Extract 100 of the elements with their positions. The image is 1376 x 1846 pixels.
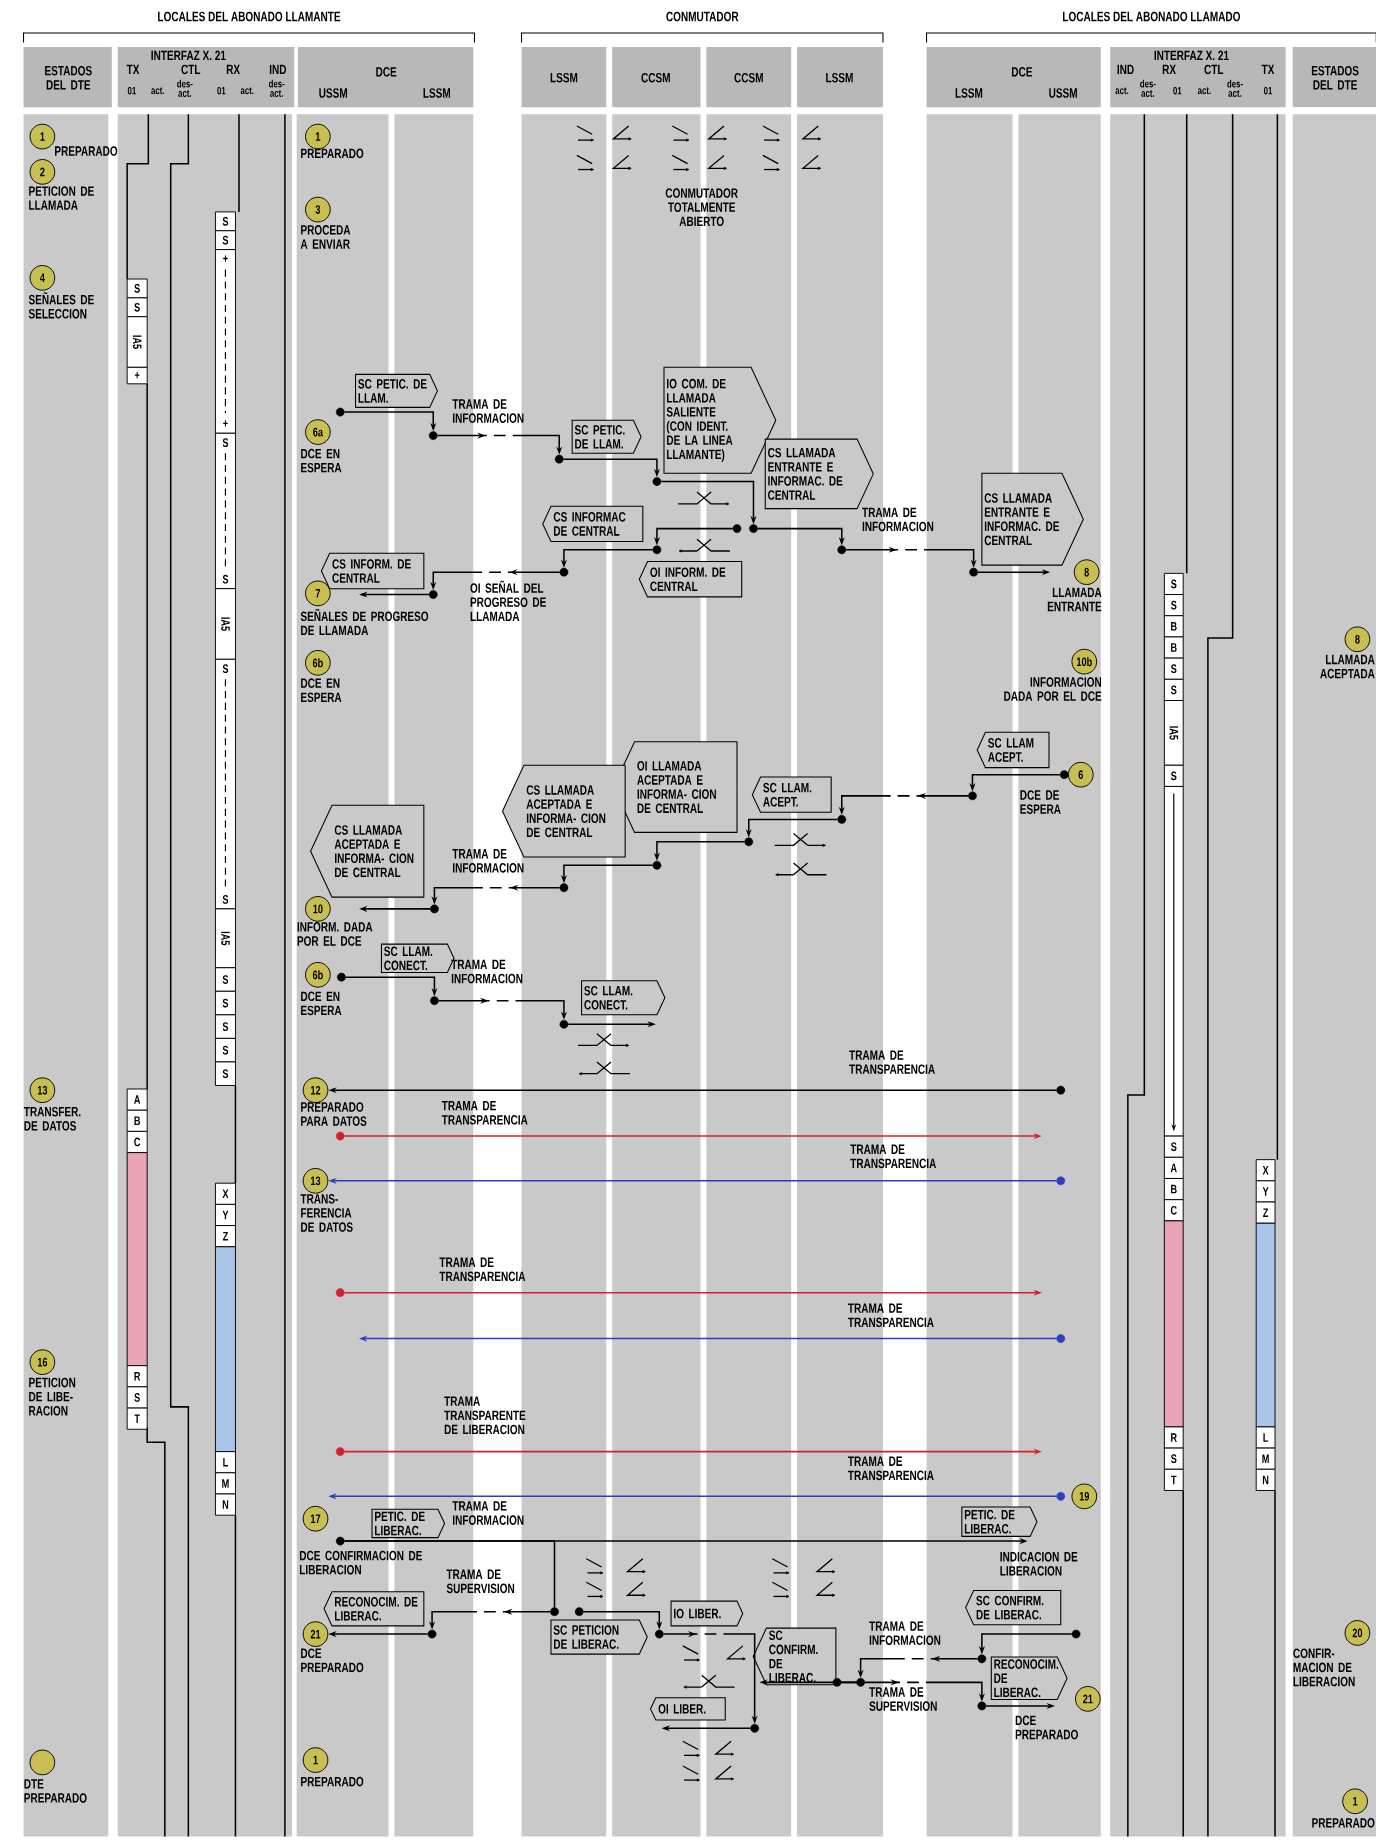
state-label: DCE PREPARADO bbox=[301, 1648, 364, 1673]
header-cell: CCSM bbox=[706, 47, 792, 108]
state-label: CONFIR- MACION DE LIBERACION bbox=[1293, 1648, 1355, 1687]
edge-label: TRAMA DE INFORMACION bbox=[452, 399, 524, 423]
signal-cell: Z bbox=[214, 1225, 236, 1248]
edge-label: TRAMA DE INFORMACION bbox=[452, 849, 524, 873]
state-label: TRANS- FERENCIA DE DATOS bbox=[300, 1194, 353, 1232]
label: IND bbox=[269, 64, 286, 75]
section-title: CONMUTADOR bbox=[666, 11, 739, 22]
signal-cell: S bbox=[1163, 1447, 1184, 1470]
label: INTERFAZ X. 21 bbox=[151, 50, 226, 61]
signal-cell: S bbox=[126, 278, 148, 299]
state-label: PREPARADO bbox=[301, 1776, 364, 1787]
message-tag: SC PETIC. DE LLAM. bbox=[571, 419, 642, 454]
signal-cell: M bbox=[1255, 1447, 1276, 1470]
message-tag: CS INFORMAC DE CENTRAL bbox=[542, 505, 644, 543]
header-cell: DCE USSM LSSM bbox=[297, 47, 474, 108]
state-label: SEÑALES DE PROGRESO DE LLAMADA bbox=[300, 608, 429, 636]
state-label: DCE EN ESPERA bbox=[301, 448, 342, 473]
state-label: TRANSFER. DE DATOS bbox=[23, 1106, 81, 1131]
state-label: DCE PREPARADO bbox=[1015, 1715, 1078, 1740]
message-tag: OI INFORM. DE CENTRAL bbox=[638, 561, 743, 598]
signal-cell: S bbox=[214, 1014, 236, 1039]
signal-cell: Y bbox=[214, 1203, 236, 1227]
message-tag: RECONOCIM. DE LIBERAC. bbox=[990, 1656, 1068, 1701]
signal-cell: S bbox=[1163, 572, 1184, 595]
label: RX bbox=[226, 64, 240, 75]
state-label: LLAMADA ENTRANTE bbox=[1047, 587, 1102, 612]
edge-label: TRAMA DE TRANSPARENCIA bbox=[441, 1101, 528, 1125]
signal-cell: C bbox=[1163, 1199, 1184, 1222]
label: DCE bbox=[1011, 67, 1032, 77]
edge-label: TRAMA DE TRANSPARENCIA bbox=[850, 1144, 936, 1169]
label: LSSM bbox=[423, 88, 450, 98]
message-tag: CS LLAMADA ENTRANTE E INFORMAC. DE CENTRAL bbox=[981, 472, 1084, 566]
label: des- act. bbox=[1140, 79, 1156, 97]
message-tag: SC LLAM ACEPT. bbox=[976, 731, 1050, 769]
edge-label: OI SEÑAL DEL PROGRESO DE LLAMADA bbox=[470, 580, 546, 621]
state-label: PETICION DE LIBE- RACION bbox=[29, 1377, 75, 1416]
state-label: INFORMACION DADA POR EL DCE bbox=[1004, 677, 1102, 701]
signal-cell: L bbox=[214, 1451, 236, 1474]
signal-cell: B bbox=[126, 1109, 148, 1132]
signal-cell: Y bbox=[1255, 1180, 1276, 1203]
signal-cell: S bbox=[214, 990, 236, 1016]
state-label: DTE PREPARADO bbox=[24, 1779, 87, 1803]
state-label: DCE EN ESPERA bbox=[301, 991, 342, 1016]
header-cell: LSSM bbox=[796, 47, 883, 108]
state-label: DCE DE ESPERA bbox=[1020, 790, 1061, 814]
edge-label: TRAMA DE INFORMACION bbox=[869, 1621, 941, 1645]
message-tag: SC PETIC. DE LLAM. bbox=[354, 373, 438, 408]
signal-cell: S bbox=[214, 967, 236, 992]
signal-cell: X bbox=[1255, 1159, 1276, 1182]
label: + bbox=[223, 255, 228, 262]
label: CTL bbox=[1204, 64, 1224, 75]
section-title: LOCALES DEL ABONADO LLAMANTE bbox=[158, 11, 341, 22]
edge-label: TRAMA DE TRANSPARENCIA bbox=[847, 1303, 934, 1328]
signal-cell: R bbox=[126, 1365, 148, 1388]
signal-cell: S bbox=[1163, 1135, 1184, 1158]
signal-cell: IA5 bbox=[214, 588, 236, 660]
signal-cell: R bbox=[1163, 1426, 1184, 1449]
signal-cell: A bbox=[1163, 1156, 1184, 1179]
signal-cell: S bbox=[214, 1061, 236, 1086]
state-label: PREPARADO PARA DATOS bbox=[301, 1102, 367, 1126]
signal-cell: T bbox=[126, 1407, 148, 1430]
header-cell: CCSM bbox=[612, 47, 701, 108]
signal-cell: L bbox=[1255, 1426, 1276, 1449]
signal-cell: M bbox=[214, 1472, 236, 1495]
state-label: DCE EN ESPERA bbox=[301, 678, 342, 703]
signal-cell: Z bbox=[1255, 1201, 1276, 1224]
label: IND bbox=[1117, 64, 1134, 75]
message-tag: CS INFORM. DE CENTRAL bbox=[320, 552, 425, 590]
message-tag: PETIC. DE LIBERAC. bbox=[371, 1508, 446, 1539]
signal-cell: S bbox=[1163, 764, 1184, 787]
edge-label: TRAMA DE INFORMACION bbox=[862, 507, 934, 532]
signal-cell: B bbox=[1163, 1178, 1184, 1201]
label: 01 bbox=[1263, 86, 1272, 95]
label: S bbox=[222, 438, 229, 448]
label: des- act. bbox=[176, 79, 193, 97]
state-label: PROCEDA A ENVIAR bbox=[300, 225, 351, 249]
label: act. bbox=[240, 87, 254, 95]
edge-label: TRAMA DE TRANSPARENCIA bbox=[439, 1257, 526, 1282]
signal-cell: N bbox=[214, 1493, 236, 1516]
edge-label: TRAMA DE TRANSPARENCIA bbox=[847, 1456, 934, 1481]
label: INTERFAZ X. 21 bbox=[1154, 50, 1229, 61]
edge-label: TRAMA DE TRANSPARENCIA bbox=[849, 1050, 935, 1074]
label: 01 bbox=[217, 86, 226, 95]
label: RX bbox=[1162, 64, 1176, 75]
state-label: DCE CONFIRMACION DE LIBERACION bbox=[299, 1550, 422, 1575]
state-label: PETICION DE LLAMADA bbox=[29, 186, 94, 210]
label: USSM bbox=[1049, 88, 1077, 98]
signal-cell: S bbox=[1163, 657, 1184, 680]
message-tag: SC LLAM. ACEPT. bbox=[751, 776, 832, 813]
signal-cell: S bbox=[126, 1386, 148, 1409]
signal-cell: + bbox=[126, 366, 148, 385]
section-title: LOCALES DEL ABONADO LLAMADO bbox=[1062, 11, 1240, 22]
signal-cell: S bbox=[214, 211, 236, 232]
label: S bbox=[222, 664, 229, 674]
signal-cell: A bbox=[126, 1088, 148, 1111]
header-cell: ESTADOS DEL DTE bbox=[23, 47, 112, 108]
edge-label: TRAMA DE INFORMACION bbox=[452, 1501, 524, 1525]
label: act. bbox=[1197, 87, 1211, 95]
